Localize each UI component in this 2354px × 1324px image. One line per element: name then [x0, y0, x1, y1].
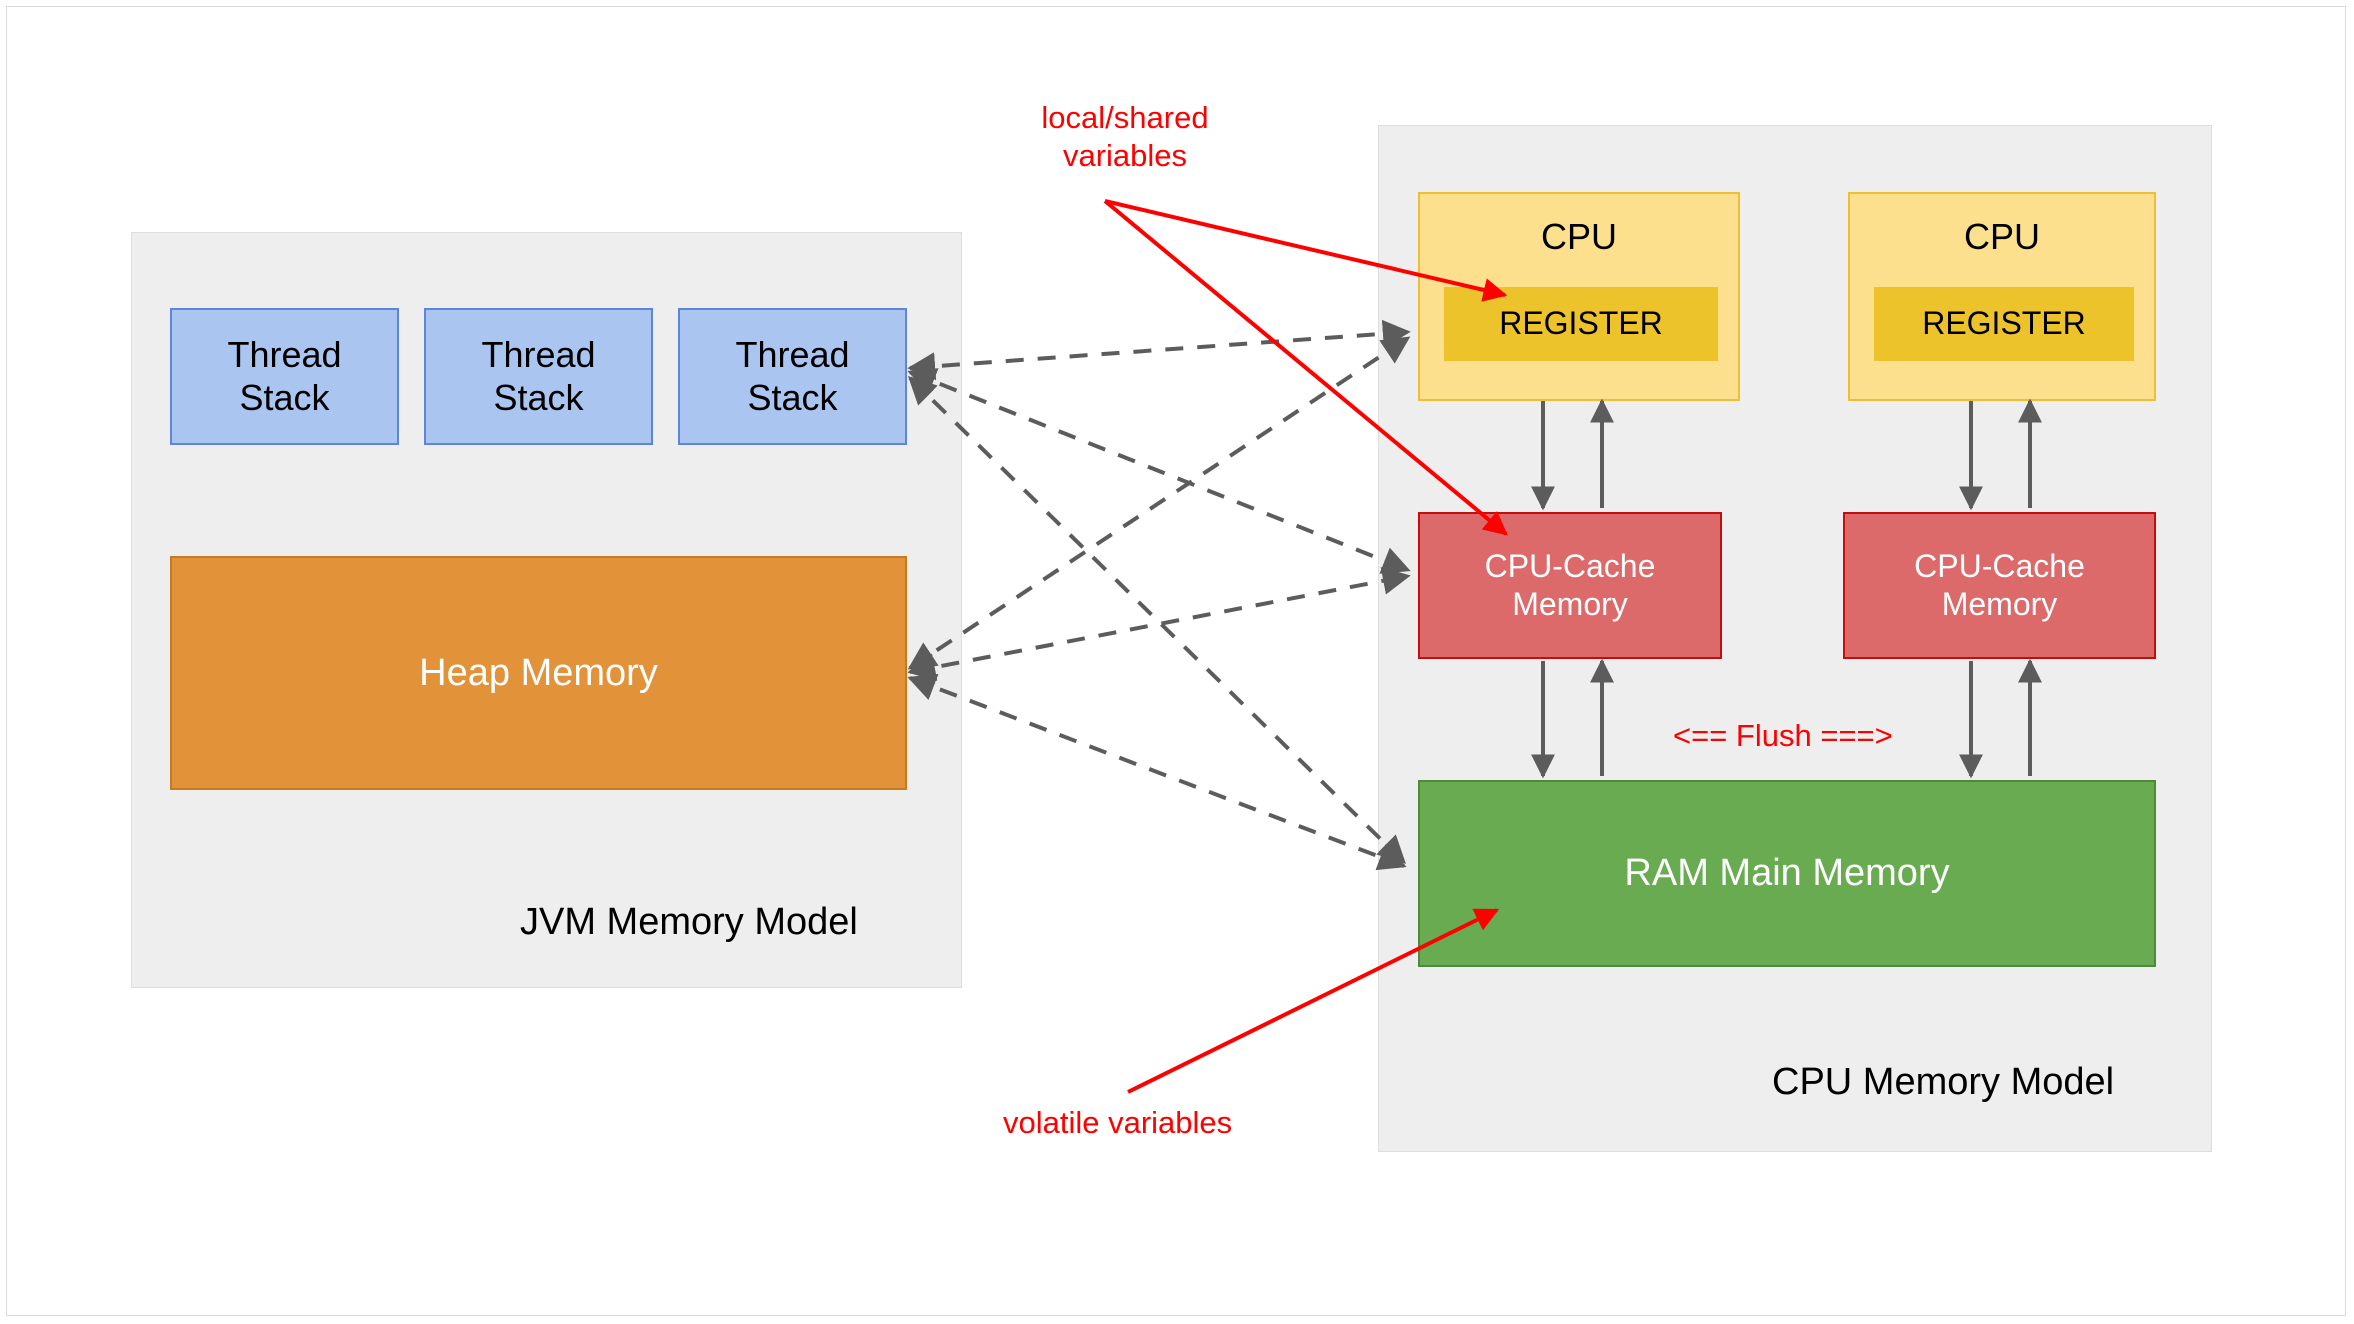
- ram-main-memory-label: RAM Main Memory: [1624, 852, 1950, 895]
- cpu-cache-memory-label-2: CPU-Cache Memory: [1914, 547, 2085, 622]
- ram-main-memory-box: RAM Main Memory: [1418, 780, 2156, 967]
- cpu-memory-model-label: CPU Memory Model: [1772, 1061, 2115, 1103]
- cpu-cache-memory-box-1: CPU-Cache Memory: [1418, 512, 1722, 659]
- cpu-box-1: CPU REGISTER: [1418, 192, 1740, 401]
- register-box-1: REGISTER: [1444, 287, 1718, 361]
- volatile-variables-annotation: volatile variables: [1003, 1105, 1233, 1140]
- flush-label: <== Flush ===>: [1673, 718, 1893, 753]
- cpu-title-1: CPU: [1540, 216, 1617, 257]
- cpu-cache-memory-label-1: CPU-Cache Memory: [1484, 547, 1656, 622]
- jvm-memory-model-label: JVM Memory Model: [520, 901, 858, 943]
- thread-stack-box-2: Thread Stack: [424, 308, 653, 445]
- thread-stack-label-1: Thread Stack: [227, 334, 342, 418]
- thread-stack-label-2: Thread Stack: [481, 334, 596, 418]
- register-label-2: REGISTER: [1922, 305, 2086, 342]
- cpu-cache-memory-box-2: CPU-Cache Memory: [1843, 512, 2156, 659]
- heap-memory-label: Heap Memory: [419, 651, 658, 694]
- heap-memory-box: Heap Memory: [170, 556, 907, 790]
- thread-stack-box-1: Thread Stack: [170, 308, 399, 445]
- cpu-box-2: CPU REGISTER: [1848, 192, 2156, 401]
- cpu-title-2: CPU: [1963, 216, 2040, 257]
- local-shared-variables-annotation: local/shared variables: [1041, 100, 1209, 173]
- register-label-1: REGISTER: [1499, 305, 1663, 342]
- thread-stack-label-3: Thread Stack: [735, 334, 850, 418]
- register-box-2: REGISTER: [1874, 287, 2134, 361]
- thread-stack-box-3: Thread Stack: [678, 308, 907, 445]
